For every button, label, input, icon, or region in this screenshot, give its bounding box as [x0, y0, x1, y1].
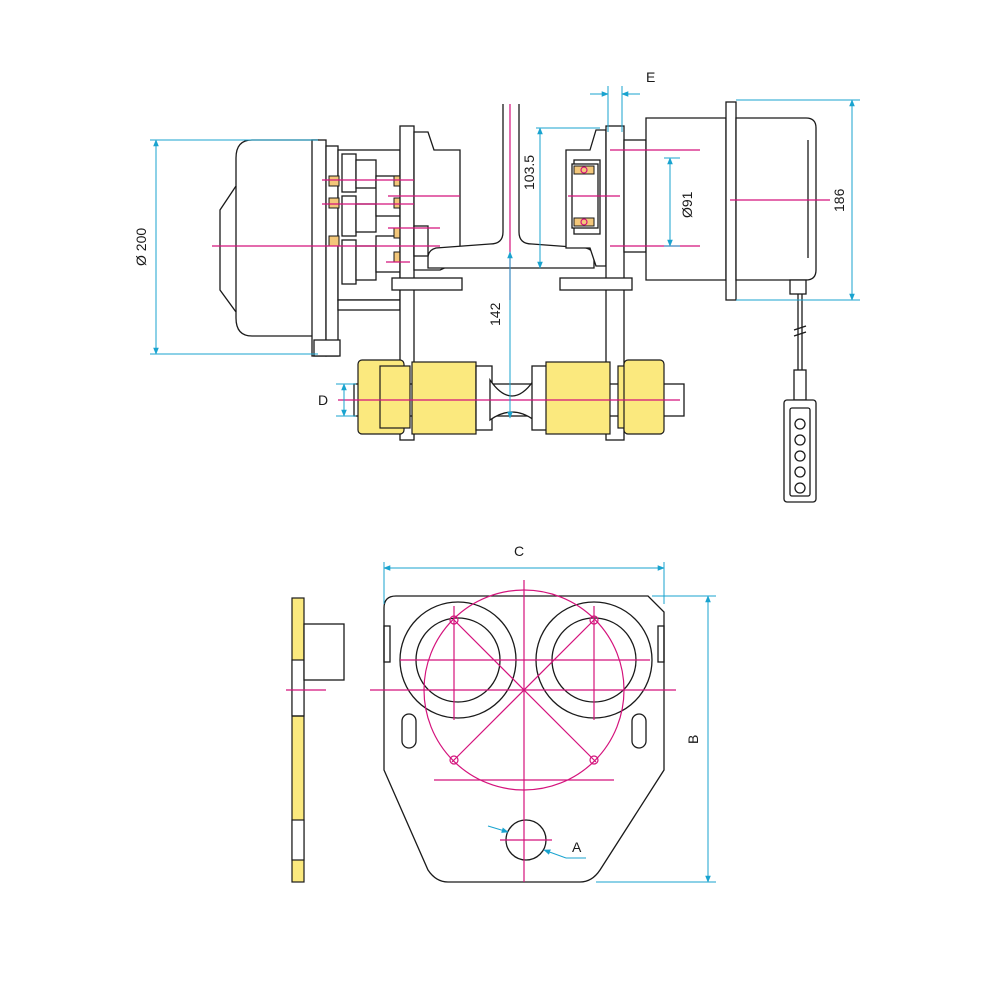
lower-axle: [353, 359, 685, 435]
side-plate-front-view: [370, 562, 716, 883]
label-186: 186: [831, 188, 847, 212]
side-view-centerlines: [212, 104, 830, 401]
arrow-left-icon: [794, 466, 806, 478]
label-B: B: [685, 735, 701, 744]
label-dia200: Ø 200: [133, 228, 149, 266]
right-motor: [645, 101, 817, 301]
arrow-down-icon: [794, 450, 806, 462]
label-142: 142: [487, 302, 503, 326]
side-view: E Ø91 103.5 186 Ø 200 142 D: [133, 69, 860, 503]
side-view-dimensions: [150, 86, 860, 419]
plate-side-view: [286, 597, 345, 883]
arrow-up-icon: [794, 434, 806, 446]
pendant-control: [783, 294, 817, 503]
stop-button-icon: [794, 418, 806, 430]
label-C: C: [514, 543, 524, 559]
label-E: E: [646, 69, 655, 85]
left-motor: [219, 139, 341, 357]
label-103-5: 103.5: [521, 155, 537, 190]
arrow-right-icon: [794, 482, 806, 494]
label-dia91: Ø91: [679, 191, 695, 218]
label-D: D: [318, 392, 328, 408]
label-A: A: [572, 839, 582, 855]
